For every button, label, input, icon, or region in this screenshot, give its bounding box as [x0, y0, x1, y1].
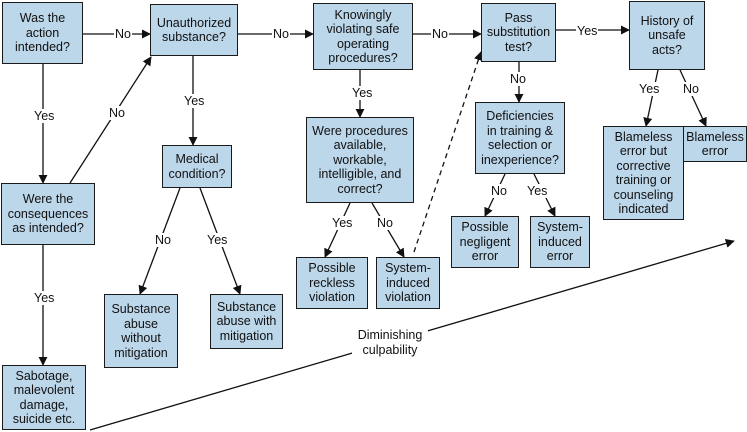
arrow-consequences-no: [69, 56, 152, 184]
arrow-history-yes: [643, 69, 659, 127]
label-substitution-no: No: [509, 72, 527, 86]
label-knowingly-no: No: [431, 27, 449, 41]
label-unauthorized-no: No: [272, 27, 290, 41]
box-possible-negligent: Possible negligent error: [451, 216, 519, 268]
box-system-induced-violation: System- induced violation: [376, 257, 440, 309]
box-history-unsafe: History of unsafe acts?: [629, 1, 705, 70]
box-unauthorized-substance: Unauthorized substance?: [150, 4, 238, 56]
label-history-yes: Yes: [638, 82, 661, 96]
label-knowingly-yes: Yes: [351, 86, 374, 100]
arrow-dashed-substitution: [413, 51, 483, 253]
label-procedures-yes: Yes: [331, 216, 354, 230]
box-blameless-corrective: Blameless error but corrective training …: [603, 126, 684, 220]
box-action-intended: Was the action intended?: [2, 2, 83, 64]
label-consequences-yes: Yes: [33, 291, 56, 305]
box-substance-abuse-without: Substance abuse without mitigation: [104, 294, 178, 368]
label-intended-yes: Yes: [33, 109, 56, 123]
box-blameless-error: Blameless error: [683, 126, 747, 162]
box-knowingly-violating: Knowingly violating safe operating proce…: [313, 3, 413, 70]
arrow-procedures-yes: [324, 202, 351, 258]
label-procedures-no: No: [376, 216, 394, 230]
box-system-induced-error: System- induced error: [530, 216, 590, 268]
box-deficiencies: Deficiencies in training & selection or …: [475, 102, 565, 174]
box-consequences-intended: Were the consequences as intended?: [1, 183, 95, 245]
box-pass-substitution: Pass substitution test?: [481, 3, 556, 62]
label-consequences-no: No: [108, 106, 126, 120]
label-medical-yes: Yes: [206, 233, 229, 247]
diminishing-culpability-label: Diminishing culpability: [352, 328, 428, 357]
box-sabotage: Sabotage, malevolent damage, suicide etc…: [2, 365, 86, 430]
box-substance-abuse-with: Substance abuse with mitigation: [210, 294, 283, 349]
label-deficiencies-no: No: [490, 184, 508, 198]
box-medical-condition: Medical condition?: [162, 145, 232, 188]
label-medical-no: No: [154, 233, 172, 247]
label-history-no: No: [682, 82, 700, 96]
label-deficiencies-yes: Yes: [526, 184, 549, 198]
box-possible-reckless: Possible reckless violation: [296, 257, 368, 309]
arrow-procedures-no: [371, 202, 405, 258]
box-procedures-available: Were procedures available, workable, int…: [306, 117, 414, 203]
label-unauthorized-yes: Yes: [183, 94, 206, 108]
arrow-history-no: [679, 69, 707, 127]
label-substitution-yes: Yes: [576, 24, 599, 38]
label-intended-no: No: [114, 27, 132, 41]
